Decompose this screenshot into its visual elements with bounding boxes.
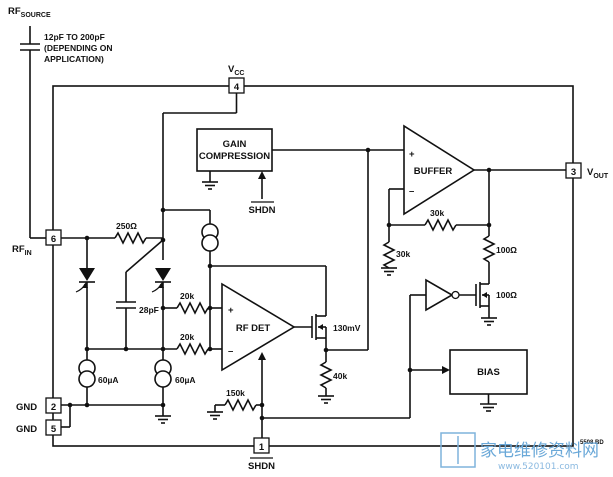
r40k [318, 350, 334, 404]
i60ua-right-label: 60µA [175, 375, 196, 385]
vcc-rail [160, 93, 238, 260]
gnd-bus [61, 402, 163, 428]
vout-label: VOUT [587, 167, 609, 180]
bias-arrow [410, 366, 450, 374]
rfdet-enable [258, 352, 410, 438]
r150k [207, 398, 262, 420]
svg-text:GAIN: GAIN [223, 139, 247, 150]
pin-5: 5 [45, 419, 62, 436]
cap-note-line-3: APPLICATION) [44, 54, 104, 64]
r100-series [482, 235, 496, 284]
watermark: 家电维修资料网 www.520101.com [440, 432, 599, 472]
svg-text:BUFFER: BUFFER [414, 166, 453, 177]
svg-text:–: – [228, 346, 233, 357]
gnd-2-label: GND [16, 402, 37, 413]
pin-1: 1 [253, 437, 270, 454]
current-source-60ua-left [78, 359, 96, 408]
svg-text:BIAS: BIAS [477, 367, 500, 378]
coupling-capacitor [20, 26, 46, 239]
c28-label: 28pF [139, 305, 159, 315]
svg-text:家电维修资料网: 家电维修资料网 [480, 441, 599, 461]
r30k-ground [381, 241, 397, 276]
cross-wire [125, 239, 164, 273]
r40k-label: 40k [333, 371, 347, 381]
buffer-amplifier: + – BUFFER [403, 124, 476, 216]
rfin-net [61, 231, 163, 268]
gain-compression-block: GAIN COMPRESSION [196, 128, 273, 172]
bias-block: BIAS [449, 349, 528, 395]
svg-text:1: 1 [259, 442, 265, 453]
svg-text:5: 5 [51, 424, 57, 435]
rfin-label: RFIN [12, 244, 32, 257]
buffer-feedback [386, 170, 492, 242]
rf-det-amplifier: + – RF DET [221, 282, 296, 372]
pin-6: 6 [45, 229, 62, 246]
svg-text:COMPRESSION: COMPRESSION [199, 151, 270, 162]
svg-text:6: 6 [51, 234, 56, 245]
rfdet-plus-net [160, 301, 222, 315]
vcc-label: VCC [228, 64, 244, 77]
rfdet-mosfet [294, 312, 329, 353]
r20k-minus-label: 20k [180, 332, 194, 342]
svg-text:2: 2 [51, 402, 56, 413]
svg-text:3: 3 [571, 167, 576, 178]
output-mosfet [475, 282, 497, 326]
rfdet-minus-net [84, 342, 222, 356]
inverter-gate [407, 278, 476, 418]
r250-label: 250Ω [116, 221, 137, 231]
svg-text:+: + [228, 305, 234, 316]
book-icon [440, 432, 476, 468]
ground-bias [480, 394, 497, 412]
shdn-top-label: SHDN [249, 205, 276, 216]
r100-mosfet-label: 100Ω [496, 290, 517, 300]
cap-note-line-1: 12pF TO 200pF [44, 32, 105, 42]
svg-text:+: + [409, 149, 415, 160]
svg-text:RF DET: RF DET [236, 323, 271, 334]
shdn-bottom-label: SHDN [248, 461, 275, 472]
r30k-ground-label: 30k [396, 249, 410, 259]
ground-gain [202, 181, 218, 190]
gnd-5-label: GND [16, 424, 37, 435]
part-code: 5508 BD [580, 440, 604, 446]
pin-3: 3 [565, 162, 582, 179]
pin-2: 2 [45, 397, 62, 414]
current-source-60ua-right [154, 359, 172, 424]
r20k-plus-label: 20k [180, 291, 194, 301]
rf-source-label: RFSOURCE [8, 6, 51, 19]
r150k-label: 150k [226, 388, 245, 398]
svg-text:–: – [409, 186, 414, 197]
i60ua-left-label: 60µA [98, 375, 119, 385]
chip-boundary [52, 85, 574, 447]
current-source-top [201, 223, 327, 349]
svg-text:4: 4 [234, 82, 240, 93]
v130-label: 130mV [333, 323, 361, 333]
shdn-arrow [258, 171, 266, 199]
svg-text:www.520101.com: www.520101.com [498, 462, 579, 472]
cap-note-line-2: (DEPENDING ON [44, 43, 112, 53]
capacitor-28pf [116, 301, 136, 352]
r100-series-label: 100Ω [496, 245, 517, 255]
r30k-feedback-label: 30k [430, 208, 444, 218]
pin-4: 4 [228, 77, 245, 94]
